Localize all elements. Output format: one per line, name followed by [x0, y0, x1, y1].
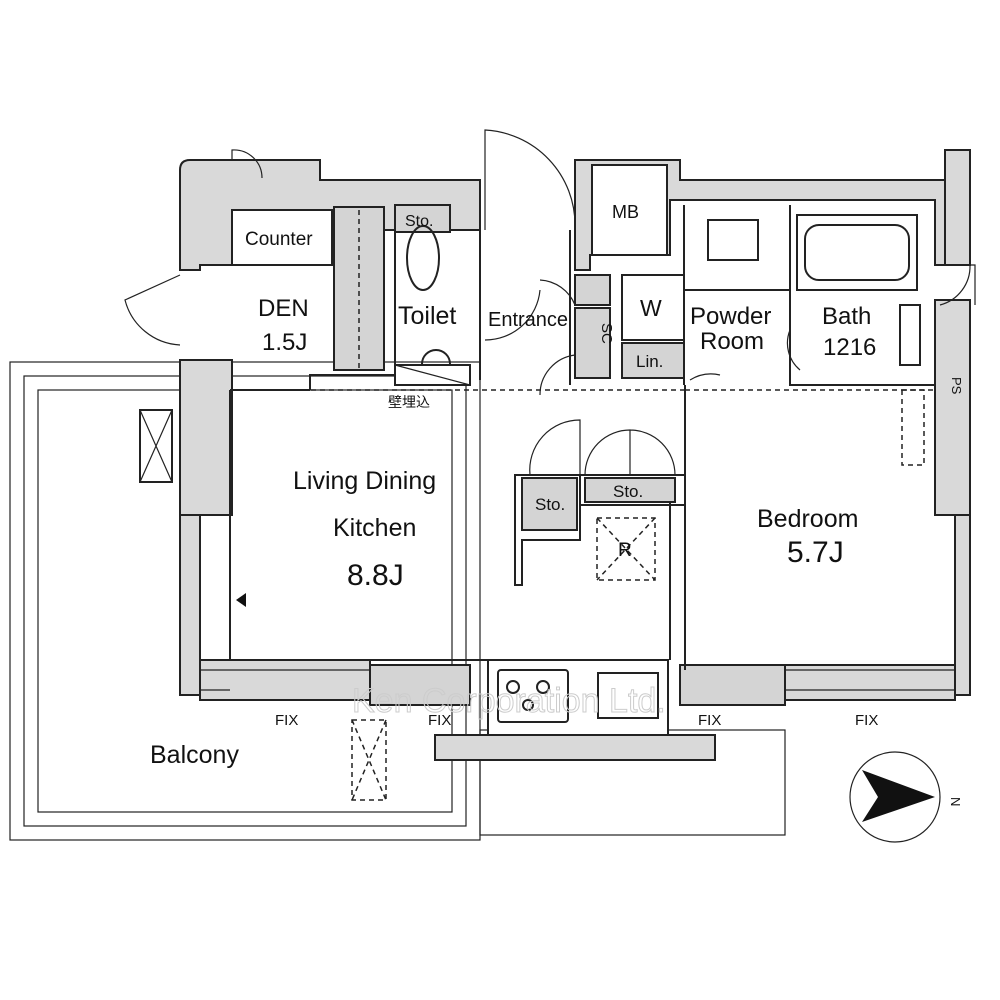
walls — [179, 149, 971, 761]
den-label: DEN — [258, 295, 309, 322]
storage-label-2: Sto. — [613, 482, 643, 501]
interior — [124, 129, 976, 723]
refrigerator-label: R — [618, 540, 632, 561]
entrance-label: Entrance — [488, 309, 568, 331]
watermark: Ken Corporation Ltd. — [352, 682, 666, 720]
bedroom-label: Bedroom — [757, 505, 858, 533]
mb-label: MB — [612, 202, 639, 222]
balcony-label: Balcony — [150, 741, 239, 769]
toilet-storage-label: Sto. — [405, 213, 433, 230]
counter-label: Counter — [245, 229, 313, 250]
compass: N — [849, 751, 963, 843]
fix-label-1: FIX — [275, 712, 298, 729]
ps-label: PS — [949, 377, 964, 395]
north-label: N — [948, 797, 963, 806]
ldk-label-1: Living Dining — [293, 467, 436, 495]
powder-room-label-2: Room — [700, 328, 764, 355]
w-label: W — [640, 295, 662, 321]
ldk-size: 8.8J — [347, 559, 404, 592]
ldk-label-2: Kitchen — [333, 514, 416, 542]
toilet-label: Toilet — [398, 302, 456, 330]
powder-room-label-1: Powder — [690, 303, 771, 330]
fix-label-2: FIX — [428, 712, 451, 729]
labels: Counter DEN 1.5J Sto. Toilet Entrance MB… — [150, 202, 964, 769]
fix-label-3: FIX — [698, 712, 721, 729]
storage-label-1: Sto. — [535, 495, 565, 514]
sc-label: SC — [598, 323, 615, 344]
bath-label: Bath — [822, 303, 871, 330]
bath-size: 1216 — [823, 334, 876, 361]
balcony — [9, 361, 786, 841]
bedroom-size: 5.7J — [787, 536, 844, 569]
den-size: 1.5J — [262, 329, 307, 356]
fix-label-4: FIX — [855, 712, 878, 729]
linen-label: Lin. — [636, 352, 663, 371]
built-in-label: 壁埋込 — [388, 394, 430, 410]
